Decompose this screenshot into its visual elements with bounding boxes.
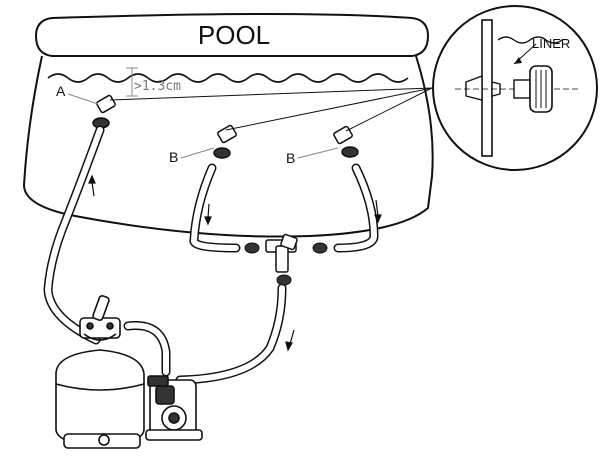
pump	[145, 375, 203, 441]
hose-from-connector-a-inner	[44, 127, 103, 343]
detail-callout-lines	[109, 87, 433, 132]
leader-b-right	[297, 147, 339, 159]
connector-b-right	[333, 125, 359, 158]
sand-filter	[55, 295, 145, 449]
water-surface	[47, 73, 409, 83]
water-level-note: >1.3cm	[134, 79, 181, 94]
flow-arrows	[88, 174, 382, 352]
leader-a	[67, 93, 99, 105]
pool-title: POOL	[198, 20, 270, 50]
connector-b-left	[213, 124, 237, 159]
water-level-dimension	[126, 67, 138, 97]
label-b-left: B	[169, 149, 178, 165]
hose-to-pump	[175, 283, 287, 385]
pool-body	[22, 13, 434, 238]
tee-connector	[265, 233, 298, 273]
hose-clamps	[244, 242, 328, 286]
leader-b-left	[180, 147, 215, 159]
liner-detail-circle	[432, 5, 598, 171]
label-a: A	[56, 83, 66, 99]
label-b-right: B	[286, 150, 295, 166]
liner-label: LINER	[532, 36, 570, 51]
